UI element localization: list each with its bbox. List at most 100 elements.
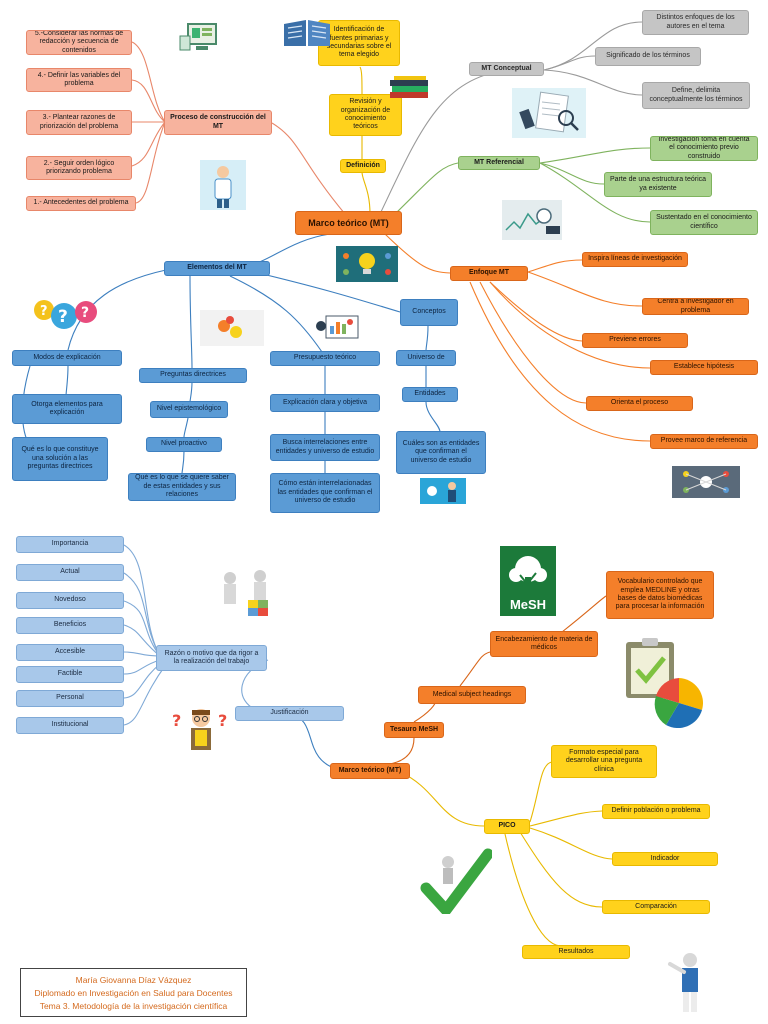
construction-hub[interactable]: Proceso de construcción del MT xyxy=(164,110,272,135)
justification-item-institucional[interactable]: Institucional xyxy=(16,717,124,734)
assumption-item-1[interactable]: Explicación clara y objetiva xyxy=(270,394,380,412)
assumption-item-2[interactable]: Busca interrelaciones entre entidades y … xyxy=(270,434,380,461)
concepts-item-2[interactable]: Entidades xyxy=(402,387,458,402)
approach-item-1[interactable]: Inspira líneas de investigación xyxy=(582,252,688,267)
explanation-hub[interactable]: Modos de explicación xyxy=(12,350,122,366)
construction-step-2[interactable]: 2.- Seguir orden lógico priorizando prob… xyxy=(26,156,132,180)
referential-item-2[interactable]: Parte de una estructura teórica ya exist… xyxy=(604,172,712,197)
definition-item-2[interactable]: Revisión y organización de conocimiento … xyxy=(329,94,402,136)
definition-item-1[interactable]: Identificación de fuentes primarias y se… xyxy=(318,20,400,66)
referential-item-3[interactable]: Sustentado en el conocimiento científico xyxy=(650,210,758,235)
connector xyxy=(527,259,583,273)
central-topic-top[interactable]: Marco teórico (MT) xyxy=(295,211,402,235)
construction-step-3[interactable]: 3.- Plantear razones de priorización del… xyxy=(26,110,132,135)
conceptual-item-2[interactable]: Significado de los términos xyxy=(595,47,701,66)
explanation-item-1[interactable]: Otorga elementos para explicación xyxy=(12,394,122,424)
connector xyxy=(489,281,651,369)
chart-magnifier-illustration xyxy=(502,200,562,240)
explanation-item-2[interactable]: Qué es lo que constituye una solución a … xyxy=(12,437,108,481)
concepts-item-1[interactable]: Universo de xyxy=(396,350,456,366)
connector xyxy=(123,624,161,657)
assumption-item-3[interactable]: Cómo están interrelacionadas las entidad… xyxy=(270,473,380,513)
approach-item-3[interactable]: Previene errores xyxy=(582,333,688,348)
connector xyxy=(389,737,415,765)
connector xyxy=(245,269,401,313)
mesh-hub[interactable]: Tesauro MeSH xyxy=(384,722,444,738)
questions-item-1[interactable]: Nivel epistemológico xyxy=(150,401,228,418)
approach-item-6[interactable]: Provee marco de referencia xyxy=(650,434,758,449)
justification-item-importancia[interactable]: Importancia xyxy=(16,536,124,553)
pico-item-4[interactable]: Comparación xyxy=(602,900,710,914)
researcher-illustration xyxy=(200,160,246,210)
mesh-vocabulary[interactable]: Vocabulario controlado que emplea MEDLIN… xyxy=(606,571,714,619)
conceptual-item-1[interactable]: Distintos enfoques de los autores en el … xyxy=(642,10,749,35)
central-topic-bottom[interactable]: Marco teórico (MT) xyxy=(330,763,410,779)
network-illustration xyxy=(672,466,740,498)
mesh-medical-subject-headings[interactable]: Medical subject headings xyxy=(418,686,526,704)
connector xyxy=(459,651,491,687)
pico-item-1[interactable]: Formato especial para desarrollar una pr… xyxy=(551,745,657,778)
construction-step-5[interactable]: 5.-Considerar las normas de redacción y … xyxy=(26,30,132,55)
justification-item-accesible[interactable]: Accesible xyxy=(16,644,124,661)
questions-item-2[interactable]: Nivel proactivo xyxy=(146,437,222,452)
connector xyxy=(479,281,587,404)
approach-item-5[interactable]: Orienta el proceso xyxy=(586,396,693,411)
justification-item-beneficios[interactable]: Beneficios xyxy=(16,617,124,634)
construction-step-1[interactable]: 1.- Antecedentes del problema xyxy=(26,196,136,211)
connector xyxy=(384,233,451,274)
justification-hub[interactable]: Justificación xyxy=(235,706,344,721)
definition-hub[interactable]: Definición xyxy=(340,159,386,173)
connector xyxy=(539,162,651,223)
pico-item-2[interactable]: Definir población o problema xyxy=(602,804,710,819)
connector xyxy=(131,121,166,167)
referential-item-1[interactable]: Investigación toma en cuenta el conocimi… xyxy=(650,136,758,161)
justification-item-factible[interactable]: Factible xyxy=(16,666,124,683)
justification-item-personal[interactable]: Personal xyxy=(16,690,124,707)
connector xyxy=(181,450,185,475)
justification-item-novedoso[interactable]: Novedoso xyxy=(16,592,124,609)
referential-hub[interactable]: MT Referencial xyxy=(458,156,540,170)
connector xyxy=(543,69,643,96)
connector xyxy=(425,401,441,433)
connector xyxy=(271,122,346,215)
questions-hub[interactable]: Preguntas directrices xyxy=(139,368,247,383)
connector xyxy=(425,325,429,352)
connector xyxy=(289,713,341,771)
connector xyxy=(123,600,161,657)
connector xyxy=(469,281,651,442)
justification-item-actual[interactable]: Actual xyxy=(16,564,124,581)
conceptual-item-3[interactable]: Define, delimita conceptualmente los tér… xyxy=(642,82,750,109)
questions-item-3[interactable]: Qué es lo que se quiere saber de estas e… xyxy=(128,473,236,501)
presentation-illustration xyxy=(316,315,359,339)
concepts-hub[interactable]: Conceptos xyxy=(400,299,458,326)
connector xyxy=(529,810,603,827)
book-illustration xyxy=(284,20,330,46)
connector xyxy=(189,381,193,403)
justification-reason[interactable]: Razón o motivo que da rigor a la realiza… xyxy=(156,645,267,671)
svg-text:?: ? xyxy=(58,307,68,327)
approach-item-2[interactable]: Centra a investigador en problema xyxy=(642,298,749,315)
connector xyxy=(361,171,371,215)
pico-item-3[interactable]: Indicador xyxy=(612,852,718,866)
connector xyxy=(539,162,605,185)
computer-illustration xyxy=(179,23,217,51)
svg-text:?: ? xyxy=(172,711,181,730)
credit-course: Diplomado en Investigación en Salud para… xyxy=(34,987,233,998)
conceptual-hub[interactable]: MT Conceptual xyxy=(469,62,544,76)
elements-hub[interactable]: Elementos del MT xyxy=(164,261,270,276)
connector xyxy=(543,55,596,71)
concepts-item-3[interactable]: Cuáles son as entidades que confirman el… xyxy=(396,431,486,474)
approach-hub[interactable]: Enfoque MT xyxy=(450,266,528,281)
construction-step-4[interactable]: 4.- Definir las variables del problema xyxy=(26,68,132,92)
connector xyxy=(123,572,161,657)
pico-hub[interactable]: PICO xyxy=(484,819,530,834)
thinking-person-illustration: ? ? xyxy=(172,709,227,750)
connector xyxy=(131,41,166,123)
approach-item-4[interactable]: Establece hipótesis xyxy=(650,360,758,375)
connector xyxy=(123,665,166,726)
assumption-hub[interactable]: Presupuesto teórico xyxy=(270,351,380,366)
pico-item-5[interactable]: Resultados xyxy=(522,945,630,959)
mesh-heading[interactable]: Encabezamiento de materia de médicos xyxy=(490,631,598,657)
connector xyxy=(123,659,161,675)
